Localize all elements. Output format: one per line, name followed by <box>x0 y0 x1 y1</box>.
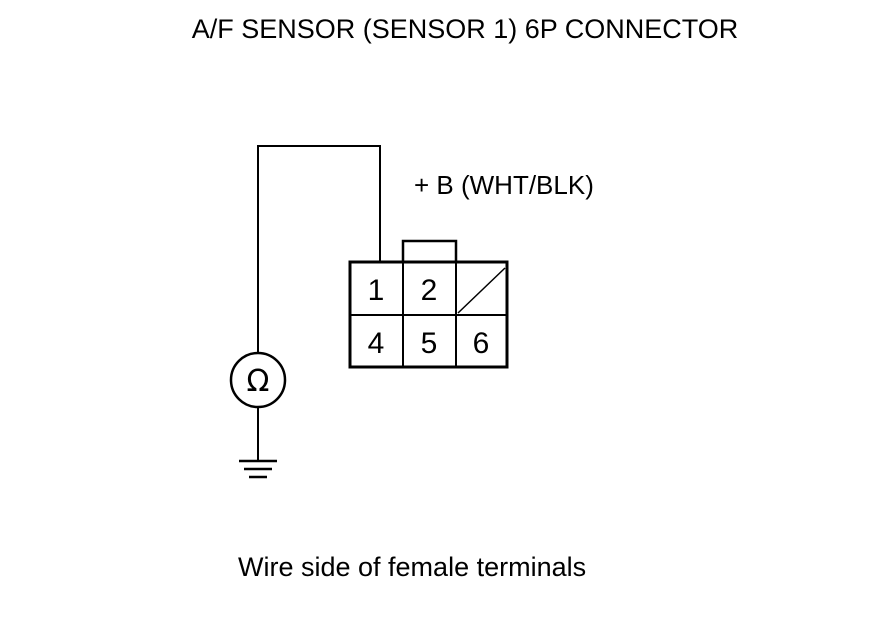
ground-icon <box>239 459 277 479</box>
ohmmeter-icon: Ω <box>229 351 287 409</box>
diagram-caption: Wire side of female terminals <box>238 552 587 582</box>
connector-6p: 1 2 4 5 6 <box>348 239 509 369</box>
pin-1-label: 1 <box>368 274 385 307</box>
ohm-symbol: Ω <box>247 364 270 399</box>
empty-cavity-slash <box>457 267 506 314</box>
wire-color-label: + B (WHT/BLK) <box>414 170 594 200</box>
pin-4-label: 4 <box>368 327 385 360</box>
pin-5-label: 5 <box>421 327 438 360</box>
diagram-title: A/F SENSOR (SENSOR 1) 6P CONNECTOR <box>191 14 739 44</box>
pin-2-label: 2 <box>421 274 438 307</box>
connector-lock-tab <box>401 239 458 264</box>
pin-6-label: 6 <box>473 327 490 360</box>
test-lead-wire <box>257 145 381 357</box>
